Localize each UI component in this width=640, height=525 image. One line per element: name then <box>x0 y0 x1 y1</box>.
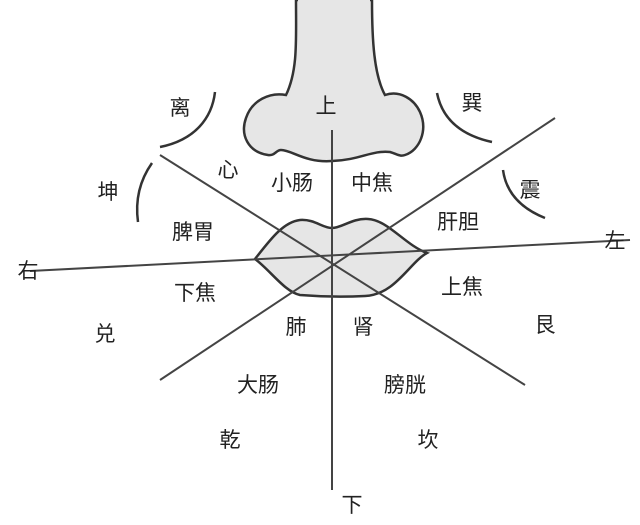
label-you: 右 <box>18 259 39 283</box>
diagonal-line-2 <box>159 117 556 381</box>
label-shen: 肾 <box>353 315 374 339</box>
label-gandan: 肝胆 <box>437 210 479 234</box>
label-zhongjiao: 中焦 <box>351 171 393 195</box>
label-pangguang: 膀胱 <box>384 373 426 397</box>
label-xun: 巽 <box>462 91 483 115</box>
nose-outline <box>242 0 425 163</box>
horizontal-axis <box>29 239 631 272</box>
label-kan: 坎 <box>418 428 439 452</box>
arc-zhen <box>501 169 546 220</box>
label-xin: 心 <box>218 158 239 182</box>
label-qian: 乾 <box>220 428 241 452</box>
label-gen: 艮 <box>535 313 556 337</box>
diagonal-line-1 <box>159 154 526 386</box>
label-li: 离 <box>170 96 191 120</box>
arc-xun <box>435 92 493 144</box>
label-xiaochang: 小肠 <box>271 171 313 195</box>
label-shangjiao: 上焦 <box>441 275 483 299</box>
label-xiajiao: 下焦 <box>174 281 216 305</box>
label-xia-bottom: 下 <box>342 493 363 517</box>
label-dui: 兑 <box>95 322 116 346</box>
label-dachang: 大肠 <box>237 373 279 397</box>
arc-li <box>159 91 217 149</box>
lips-outline <box>253 217 431 298</box>
label-shang-top: 上 <box>316 94 337 118</box>
label-kun: 坤 <box>98 180 119 204</box>
label-zhen: 震 <box>520 178 541 202</box>
label-zuo: 左 <box>605 229 626 253</box>
label-piwei: 脾胃 <box>172 220 214 244</box>
arc-kun <box>135 162 154 223</box>
label-fei: 肺 <box>286 315 307 339</box>
